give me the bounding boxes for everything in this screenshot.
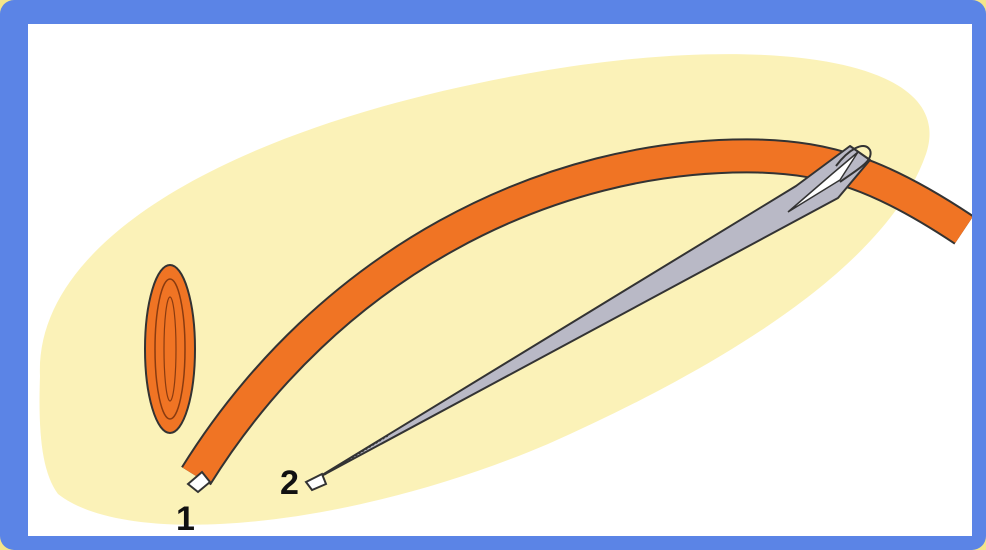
diagram-canvas: 1 2 [28, 24, 972, 536]
stitch-icon [145, 265, 195, 433]
point-2-label: 2 [280, 464, 299, 502]
point-1-label: 1 [176, 500, 195, 536]
stitch-diagram: 1 2 [28, 24, 972, 536]
